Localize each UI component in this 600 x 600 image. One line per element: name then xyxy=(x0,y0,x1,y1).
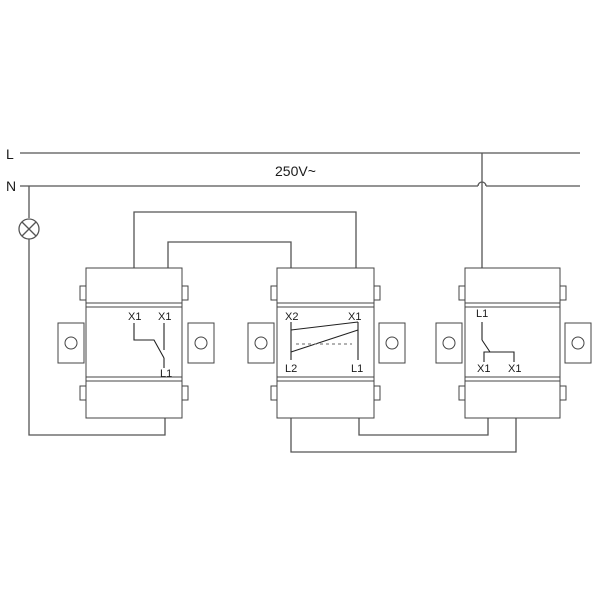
lamp-icon xyxy=(18,218,40,240)
terminal-label: L1 xyxy=(160,368,172,380)
terminal-label: X1 xyxy=(158,311,171,323)
two-way-switch-left: X1 X1 L1 xyxy=(57,267,215,419)
lamp-return-wire xyxy=(28,239,166,436)
terminal-label: X1 xyxy=(508,363,521,375)
traveler-wire-top-outer xyxy=(133,211,357,270)
neutral-label: N xyxy=(6,178,16,194)
voltage-label: 250V~ xyxy=(275,163,316,179)
intermediate-switch: X2 X1 L2 L1 xyxy=(247,267,406,419)
terminal-label: X2 xyxy=(285,311,298,323)
terminal-label: X1 xyxy=(477,363,490,375)
terminal-label: L1 xyxy=(476,308,488,320)
terminal-label: X1 xyxy=(128,311,141,323)
terminal-label: L1 xyxy=(351,363,363,375)
traveler-wire-bottom-outer xyxy=(290,418,517,453)
traveler-wire-bottom-inner xyxy=(358,418,489,436)
terminal-label: X1 xyxy=(348,311,361,323)
line-label: L xyxy=(6,146,14,162)
two-way-switch-right: L1 X1 X1 xyxy=(435,267,592,419)
terminal-label: L2 xyxy=(285,363,297,375)
traveler-wire-top-inner xyxy=(167,241,292,270)
